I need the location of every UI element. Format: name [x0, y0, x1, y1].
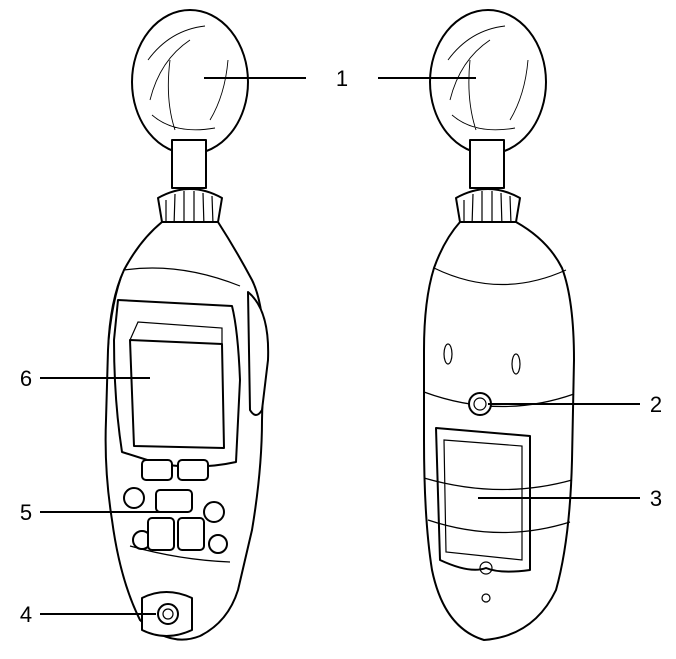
rear-hole: [481, 593, 491, 603]
callout-leaders: [40, 77, 640, 615]
collar-ribs-rear: [463, 191, 512, 228]
probe-ball-front: [131, 9, 249, 155]
battery-cover-inner: [443, 439, 523, 561]
rear-grip-bands: [423, 477, 573, 534]
callout-labels: 1 2 3 4 5 6: [20, 66, 662, 627]
vent-slot-right: [511, 353, 521, 375]
front-view: [104, 9, 270, 641]
round-button-left-top[interactable]: [123, 487, 145, 509]
callout-1: 1: [336, 66, 348, 91]
probe-stem-rear: [469, 139, 505, 189]
battery-cover-screw: [479, 561, 493, 575]
power-switch[interactable]: [157, 603, 179, 625]
tripod-socket: [468, 392, 492, 416]
vent-slot-left: [443, 343, 453, 365]
body-front-contour: [107, 267, 241, 351]
function-button-left[interactable]: [141, 459, 173, 481]
callout-3: 3: [650, 486, 662, 511]
power-switch-inner: [162, 608, 174, 620]
body-rear-contour: [423, 267, 575, 408]
callout-6: 6: [20, 366, 32, 391]
keypad-right[interactable]: [177, 517, 205, 551]
function-button-right[interactable]: [177, 459, 209, 481]
callout-4: 4: [20, 602, 32, 627]
keypad-left[interactable]: [147, 517, 175, 551]
callout-2: 2: [650, 392, 662, 417]
callout-5: 5: [20, 500, 32, 525]
probe-ball-rear-texture: [447, 25, 529, 131]
battery-cover: [435, 427, 531, 573]
probe-stem-front: [171, 139, 207, 189]
keypad-divider: [129, 545, 231, 563]
collar-ribs: [165, 191, 214, 228]
rear-view: [423, 9, 575, 641]
round-button-right-bottom[interactable]: [208, 534, 228, 554]
display-screen: [129, 339, 225, 449]
tripod-socket-inner: [473, 397, 487, 411]
probe-ball-texture: [147, 25, 229, 131]
side-grip: [247, 291, 270, 416]
round-button-right-top[interactable]: [203, 501, 225, 523]
probe-ball-rear: [429, 9, 547, 155]
keypad-top[interactable]: [155, 489, 193, 513]
display-top-bevel: [129, 321, 223, 344]
